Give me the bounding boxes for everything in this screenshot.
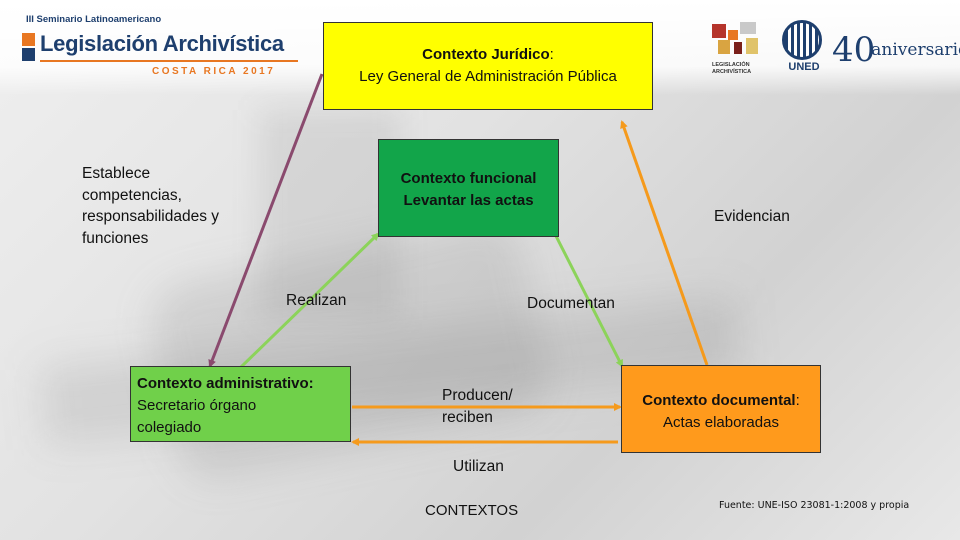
administrativo-line2: Secretario órgano	[137, 395, 350, 417]
establece-line3: responsabilidades y	[82, 206, 219, 228]
producen-line2: reciben	[442, 407, 513, 429]
establece-line4: funciones	[82, 228, 219, 250]
juridico-suffix: :	[550, 46, 554, 63]
juridico-title: Contexto Jurídico	[422, 46, 550, 63]
box-contexto-funcional: Contexto funcional Levantar las actas	[378, 139, 559, 237]
box-contexto-administrativo: Contexto administrativo: Secretario órga…	[130, 366, 351, 442]
label-evidencian: Evidencian	[714, 206, 790, 228]
diagram-footer-title: CONTEXTOS	[425, 502, 518, 519]
box-contexto-documental: Contexto documental: Actas elaboradas	[621, 365, 821, 453]
documental-suffix: :	[796, 392, 800, 409]
funcional-title: Contexto funcional	[379, 168, 558, 190]
label-utilizan: Utilizan	[453, 456, 504, 478]
producen-line1: Producen/	[442, 385, 513, 407]
establece-line2: competencias,	[82, 185, 219, 207]
label-producen: Producen/ reciben	[442, 385, 513, 428]
arrow-juridico-to-administrativo	[210, 74, 322, 366]
label-documentan: Documentan	[527, 293, 615, 315]
establece-line1: Establece	[82, 163, 219, 185]
documental-title: Contexto documental	[642, 392, 795, 409]
documental-line2: Actas elaboradas	[622, 412, 820, 434]
label-establece: Establece competencias, responsabilidade…	[82, 163, 219, 249]
box-contexto-juridico: Contexto Jurídico: Ley General de Admini…	[323, 22, 653, 110]
funcional-line2: Levantar las actas	[379, 190, 558, 212]
source-note: Fuente: UNE-ISO 23081-1:2008 y propia	[719, 500, 909, 511]
juridico-line2: Ley General de Administración Pública	[324, 66, 652, 88]
administrativo-line3: colegiado	[137, 417, 350, 439]
label-realizan: Realizan	[286, 290, 346, 312]
arrow-documental-to-juridico	[622, 122, 707, 365]
administrativo-title: Contexto administrativo:	[137, 373, 350, 395]
